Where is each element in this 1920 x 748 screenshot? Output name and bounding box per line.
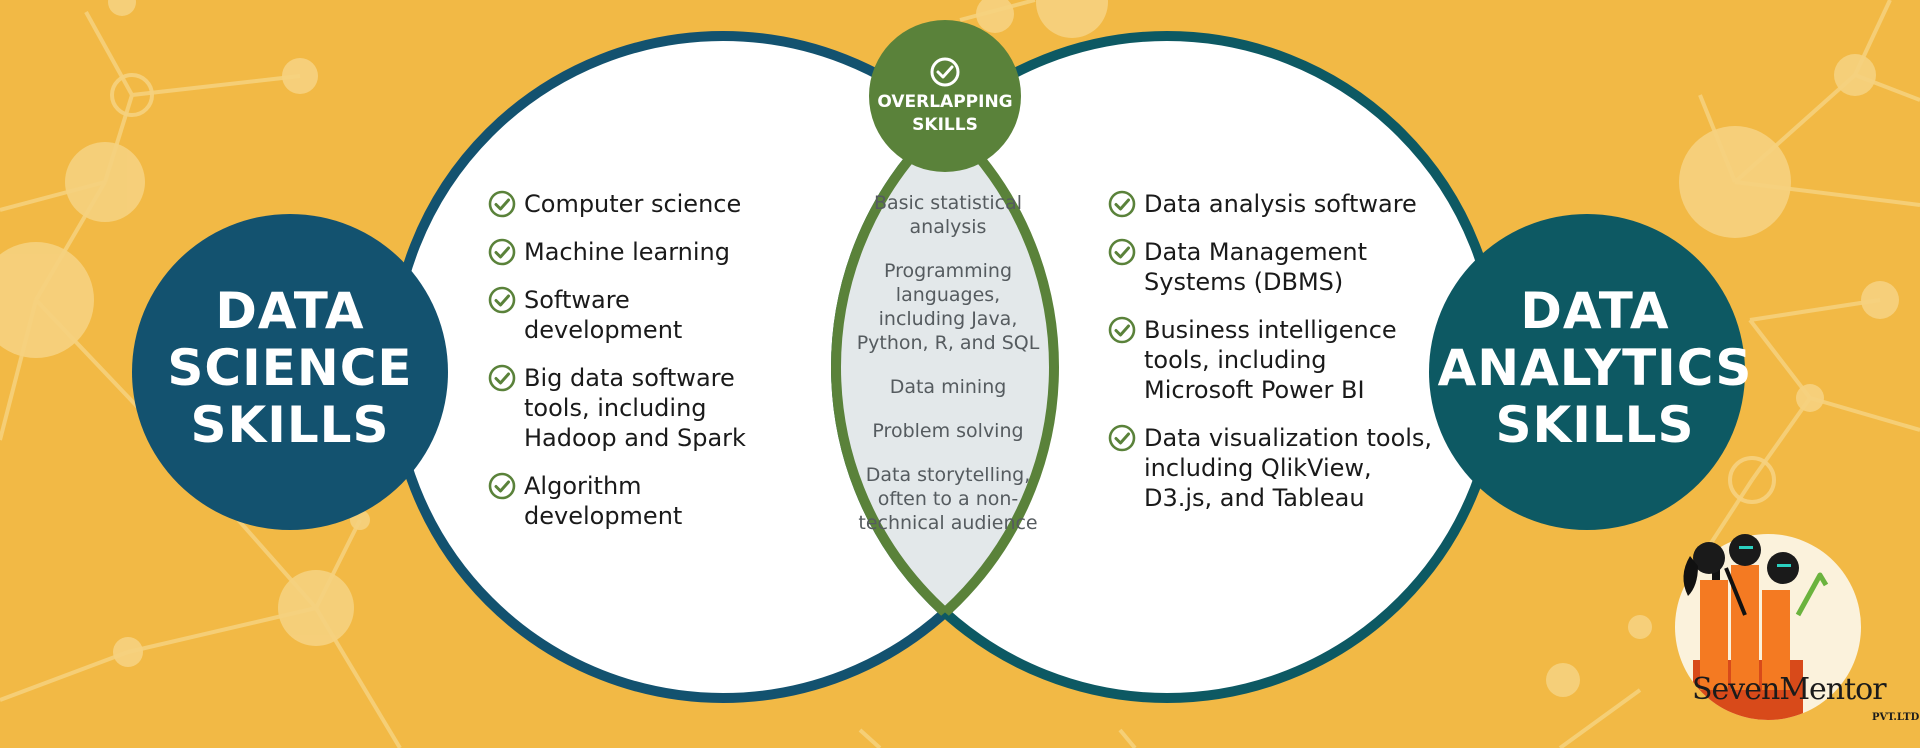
data-analytics-skill-text: Data analysis software	[1144, 190, 1417, 218]
data-analytics-title-line2: ANALYTICS	[1437, 339, 1753, 397]
check-circle-icon	[488, 472, 516, 500]
check-circle-icon	[1108, 190, 1136, 218]
data-analytics-skill-text: Data visualization tools, including Qlik…	[1144, 424, 1433, 512]
overlap-check-icon	[930, 57, 960, 87]
data-science-skill-item: Algorithm development	[488, 471, 788, 531]
data-analytics-skill-item: Data visualization tools, including Qlik…	[1108, 423, 1438, 513]
check-circle-icon	[488, 190, 516, 218]
data-analytics-skill-text: Business intelligence tools, including M…	[1144, 316, 1397, 404]
overlapping-skills-title-line1: OVERLAPPING	[877, 92, 1013, 112]
data-science-title-line3: SKILLS	[190, 396, 390, 454]
data-science-title-line2: SCIENCE	[167, 339, 413, 397]
data-science-title: DATA SCIENCE SKILLS	[150, 283, 430, 454]
check-circle-icon	[1108, 424, 1136, 452]
sevenmentor-logo	[1675, 534, 1861, 720]
data-science-skill-item: Software development	[488, 285, 788, 345]
data-science-skill-text: Computer science	[524, 190, 742, 218]
data-analytics-label-circle	[1429, 214, 1745, 530]
brand-suffix: PVT.LTD	[1872, 712, 1920, 723]
overlapping-skills-title-line2: SKILLS	[912, 115, 978, 135]
data-science-skill-text: Machine learning	[524, 238, 731, 266]
overlapping-skill-item: Programming languages, including Java, P…	[856, 260, 1040, 354]
data-science-label-circle	[132, 214, 448, 530]
data-science-skill-item: Big data software tools, including Hadoo…	[488, 363, 788, 453]
data-science-skill-text: Software development	[524, 286, 683, 344]
overlapping-skill-item: Data mining	[889, 376, 1007, 398]
overlapping-skills-badge	[869, 20, 1021, 172]
data-science-skill-text: Big data software tools, including Hadoo…	[524, 364, 746, 452]
data-science-skill-item: Computer science	[488, 189, 788, 219]
data-analytics-skill-item: Data Management Systems (DBMS)	[1108, 237, 1438, 297]
overlapping-skill-item: Basic statistical analysis	[873, 192, 1023, 238]
overlap-lens	[831, 36, 1059, 698]
overlapping-skill-item: Data storytelling, often to a non-techni…	[858, 464, 1038, 534]
data-analytics-skill-item: Business intelligence tools, including M…	[1108, 315, 1438, 405]
data-science-skill-item: Machine learning	[488, 237, 788, 267]
data-analytics-skill-text: Data Management Systems (DBMS)	[1144, 238, 1368, 296]
data-science-title-line1: DATA	[215, 282, 365, 340]
overlapping-skill-list: Basic statistical analysis Programming l…	[850, 191, 1046, 555]
data-analytics-title-line1: DATA	[1520, 282, 1670, 340]
check-circle-icon	[488, 238, 516, 266]
data-analytics-title-line3: SKILLS	[1495, 396, 1695, 454]
data-science-skill-text: Algorithm development	[524, 472, 683, 530]
check-circle-icon	[488, 364, 516, 392]
overlapping-skills-title: OVERLAPPING SKILLS	[860, 91, 1030, 137]
check-circle-icon	[488, 286, 516, 314]
check-circle-icon	[1108, 238, 1136, 266]
data-analytics-title: DATA ANALYTICS SKILLS	[1420, 283, 1770, 454]
overlapping-skill-item: Problem solving	[872, 420, 1024, 442]
check-circle-icon	[1108, 316, 1136, 344]
data-science-skill-list: Computer science Machine learning Softwa…	[488, 189, 788, 549]
data-analytics-skill-item: Data analysis software	[1108, 189, 1438, 219]
brand-name: SevenMentor	[1692, 672, 1887, 707]
data-analytics-skill-list: Data analysis software Data Management S…	[1108, 189, 1438, 531]
